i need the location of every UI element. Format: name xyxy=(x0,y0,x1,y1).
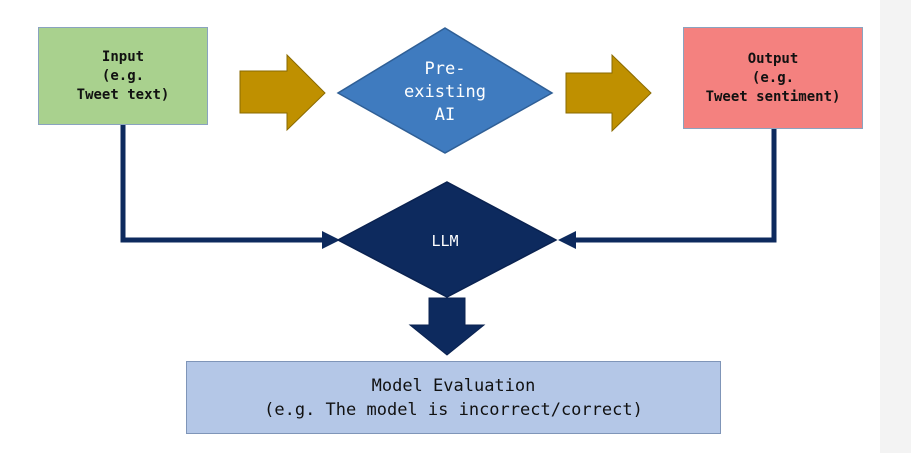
llm-diamond xyxy=(336,181,558,298)
preexisting-ai-line2: existing xyxy=(404,81,486,102)
llm-to-evaluation-block-arrow xyxy=(408,297,486,356)
preexisting-ai-label: Pre- existing AI xyxy=(380,52,510,132)
preexisting-ai-diamond xyxy=(336,27,554,154)
llm-label: LLM xyxy=(431,232,459,250)
output-title: Output xyxy=(747,50,799,67)
output-to-llm-connector xyxy=(576,129,777,243)
input-example: Tweet text) xyxy=(76,86,170,103)
input-example-prefix: (e.g. xyxy=(101,67,145,84)
evaluation-title: Model Evaluation xyxy=(371,375,536,396)
output-example-prefix: (e.g. xyxy=(751,69,795,86)
input-to-llm-connector xyxy=(120,125,322,243)
right-margin-strip xyxy=(880,0,911,453)
llm-label-wrap: LLM xyxy=(400,226,490,256)
output-box: Output (e.g. Tweet sentiment) xyxy=(683,27,863,129)
input-to-ai-block-arrow xyxy=(239,53,326,132)
preexisting-ai-line1: Pre- xyxy=(424,58,466,79)
output-to-llm-arrowhead xyxy=(558,231,576,249)
input-box: Input (e.g. Tweet text) xyxy=(38,27,208,125)
ai-to-output-block-arrow xyxy=(565,53,652,133)
input-title: Input xyxy=(101,48,145,65)
evaluation-example: (e.g. The model is incorrect/correct) xyxy=(264,399,643,420)
preexisting-ai-line3: AI xyxy=(434,104,456,125)
model-evaluation-box: Model Evaluation (e.g. The model is inco… xyxy=(186,361,721,434)
output-example: Tweet sentiment) xyxy=(705,88,841,105)
input-to-llm-arrowhead xyxy=(322,231,340,249)
